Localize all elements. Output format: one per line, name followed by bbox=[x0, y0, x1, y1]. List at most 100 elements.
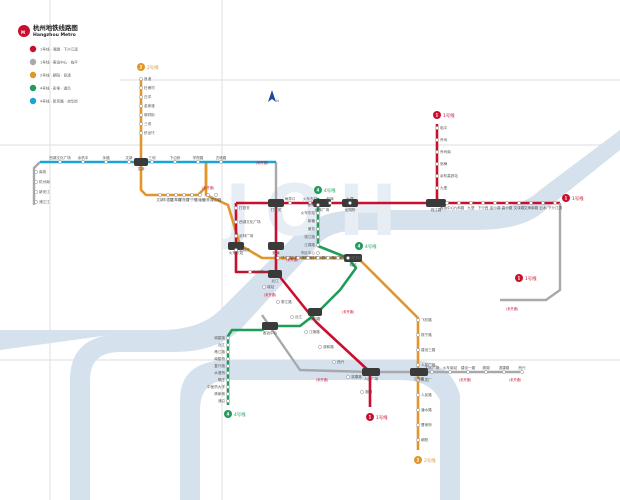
station-dot bbox=[348, 201, 352, 205]
station-dot bbox=[435, 126, 439, 130]
station: 浦沿 bbox=[218, 398, 230, 403]
station-label: 西湖文化广场 bbox=[49, 155, 71, 160]
legend-item: 1号线 · 客运中心 · 临平 bbox=[29, 58, 78, 66]
station-dot bbox=[469, 201, 473, 205]
station-label: 文海南路 bbox=[524, 205, 539, 210]
station: 人民广场 bbox=[416, 362, 436, 367]
interchange-qjl bbox=[344, 254, 362, 262]
station-dot bbox=[234, 234, 238, 238]
legend-swatch bbox=[29, 45, 37, 53]
line-tag-4-bottom: 4号线 bbox=[234, 411, 246, 418]
station-dot bbox=[226, 399, 230, 403]
station: 金家渡 bbox=[139, 103, 155, 108]
station-dot bbox=[139, 95, 143, 99]
station: 下沙江滨 bbox=[548, 201, 563, 210]
station: 钱江世纪城 bbox=[336, 255, 359, 260]
station-dot bbox=[505, 201, 509, 205]
station-label: 沈塘桥 bbox=[195, 197, 206, 202]
station: 永福 bbox=[102, 155, 110, 164]
station-dot bbox=[139, 122, 143, 126]
station-dot bbox=[234, 248, 238, 252]
not-open-note: (未开通) bbox=[202, 185, 214, 190]
svg-text:4: 4 bbox=[358, 244, 361, 249]
interchange-label: 彭埠 bbox=[272, 250, 280, 255]
station-label: 建设三路 bbox=[421, 347, 436, 352]
station-label: 闸弄口 bbox=[285, 196, 296, 201]
station-dot bbox=[139, 104, 143, 108]
station-label: 杜甫村 bbox=[144, 85, 155, 90]
svg-text:M: M bbox=[21, 30, 25, 35]
svg-text:1: 1 bbox=[518, 276, 521, 281]
station-dot bbox=[520, 370, 524, 374]
station-label: 三坝 bbox=[148, 155, 156, 160]
station-dot bbox=[198, 193, 202, 197]
station: 文泽路 bbox=[514, 201, 525, 210]
station-dot bbox=[174, 193, 178, 197]
station-label: 金家渡 bbox=[144, 103, 155, 108]
station: 九堡 bbox=[435, 185, 448, 190]
station: 湘湖 bbox=[360, 389, 373, 394]
interchange-rmgc bbox=[362, 368, 380, 376]
station-label: 江陵路 bbox=[309, 329, 320, 334]
station-dot bbox=[416, 363, 420, 367]
station-label: 永福 bbox=[102, 155, 110, 160]
station-dot bbox=[416, 393, 420, 397]
station-label: 九堡 bbox=[440, 185, 448, 190]
legend-label: 4号线 · 彭埠 · 浦沿 bbox=[40, 85, 71, 90]
station: 下沿桥 bbox=[170, 155, 181, 164]
station: 联庄 bbox=[218, 377, 230, 382]
station-label: 打铁关 bbox=[239, 205, 250, 210]
station: 乔司南 bbox=[435, 149, 451, 154]
station-label: 彭埠 bbox=[326, 196, 334, 201]
station-label: 三坝 bbox=[144, 121, 152, 126]
station: 武林门 bbox=[203, 193, 214, 202]
station-label: 振宁路 bbox=[421, 332, 432, 337]
station-label: 婺江路 bbox=[281, 299, 292, 304]
station-dot bbox=[435, 138, 439, 142]
line-tag-2-bottom: 2号线 bbox=[424, 457, 436, 464]
station: 金沙湖 bbox=[490, 201, 501, 210]
station-dot bbox=[360, 390, 364, 394]
line-4 bbox=[226, 198, 358, 405]
station-label: 城星路 bbox=[214, 335, 225, 340]
station: 九和路 bbox=[454, 201, 465, 210]
interchange-label: 城站 bbox=[349, 262, 357, 267]
station-label: 火车东站 bbox=[303, 196, 318, 201]
station: 云水 bbox=[539, 201, 547, 210]
station: 建设三路 bbox=[416, 347, 436, 352]
station-dot bbox=[248, 270, 252, 274]
station: 余杭高铁站 bbox=[435, 173, 458, 178]
station-dot bbox=[139, 77, 143, 81]
station-dot bbox=[166, 193, 170, 197]
station-label: 西兴 bbox=[337, 359, 345, 364]
station: 客运中心 bbox=[440, 201, 455, 210]
station: 学院路 bbox=[193, 155, 204, 164]
station: 墩祥街 bbox=[139, 112, 155, 117]
svg-text:1: 1 bbox=[565, 196, 568, 201]
station-dot bbox=[553, 201, 557, 205]
station-label: 白洋 bbox=[144, 94, 152, 99]
station: 下沙西 bbox=[478, 201, 489, 210]
station-label: 钱江世纪城 bbox=[341, 255, 359, 260]
station-dot bbox=[196, 160, 200, 164]
station-dot bbox=[529, 201, 533, 205]
station-label: 杭发厂 bbox=[421, 377, 432, 382]
station-dot bbox=[517, 201, 521, 205]
station: 人民广场 bbox=[425, 365, 440, 374]
station-dot bbox=[104, 160, 108, 164]
station-label: 乔司南 bbox=[440, 149, 451, 154]
station: 良渚 bbox=[139, 76, 152, 81]
station-dot bbox=[316, 227, 320, 231]
not-open-note: (未开通) bbox=[506, 306, 518, 311]
station: 建设一路 bbox=[461, 365, 476, 374]
station-label: 云水 bbox=[539, 205, 547, 210]
station-dot bbox=[484, 370, 488, 374]
station-label: 余杭中 bbox=[78, 155, 89, 160]
station-dot bbox=[219, 160, 223, 164]
station: 沈塘桥 bbox=[195, 193, 206, 202]
station-dot bbox=[316, 235, 320, 239]
station-dot bbox=[328, 201, 332, 205]
station-dot bbox=[318, 345, 322, 349]
